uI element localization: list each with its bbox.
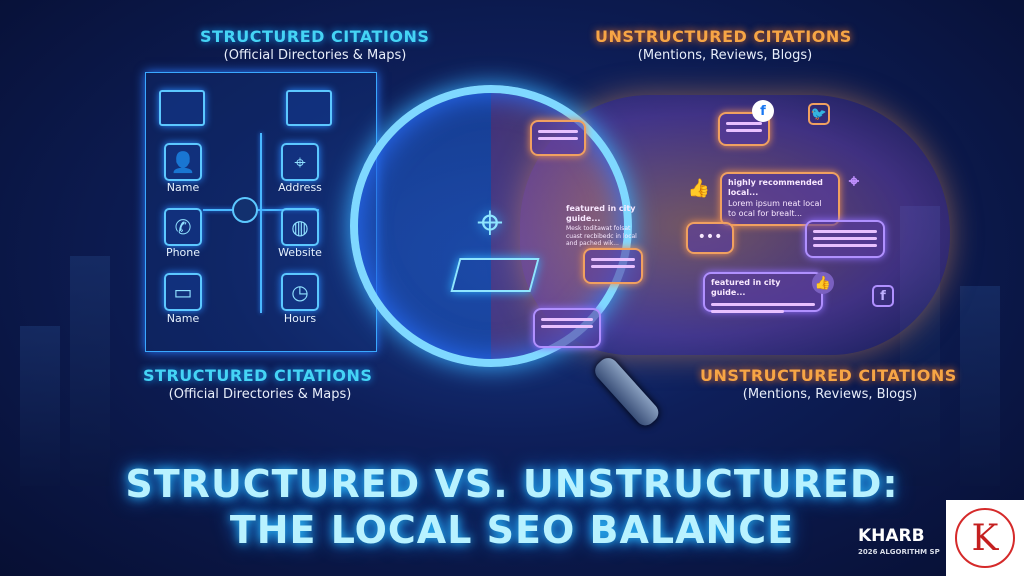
thumbs-up-icon: 👍 bbox=[687, 177, 711, 199]
city-building bbox=[70, 256, 110, 486]
map-pin-icon: ⌖ bbox=[477, 195, 503, 249]
city-building bbox=[960, 286, 1000, 486]
facebook-icon: f bbox=[752, 100, 774, 122]
field-label: Name bbox=[166, 312, 200, 325]
chat-bubble bbox=[583, 248, 643, 284]
review-bubble: highly recommended local...Lorem ipsum n… bbox=[720, 172, 840, 226]
magnifying-glass-handle bbox=[591, 353, 663, 430]
chat-bubble bbox=[530, 120, 586, 156]
bubble-body: Mesk toditawat folsat cuast recbibedc in… bbox=[566, 224, 637, 248]
connector-line bbox=[260, 133, 262, 313]
person-icon: 👤 bbox=[164, 143, 202, 181]
city-building bbox=[20, 326, 60, 486]
unstructured-subheading-top: (Mentions, Reviews, Blogs) bbox=[637, 48, 813, 63]
review-snippet: featured in city guide...Mesk toditawat … bbox=[560, 200, 650, 252]
location-pin-icon: ⌖ bbox=[848, 170, 860, 192]
unstructured-subheading-bottom: (Mentions, Reviews, Blogs) bbox=[742, 387, 918, 402]
typing-bubble: ••• bbox=[686, 222, 734, 254]
browser-window-icon bbox=[159, 90, 205, 126]
location-pin-icon: ⌖ bbox=[281, 143, 319, 181]
structured-heading-top: STRUCTURED CITATIONS bbox=[200, 27, 430, 46]
review-bubble: featured in city guide... bbox=[703, 272, 823, 313]
browser-window-icon bbox=[286, 90, 332, 126]
globe-icon: ◍ bbox=[281, 208, 319, 246]
clock-icon: ◷ bbox=[281, 273, 319, 311]
structured-subheading-top: (Official Directories & Maps) bbox=[223, 48, 407, 63]
structured-heading-bottom: STRUCTURED CITATIONS bbox=[143, 366, 373, 385]
chat-bubble bbox=[805, 220, 885, 258]
chat-bubble bbox=[533, 308, 601, 348]
brand-tagline: 2026 ALGORITHM SP bbox=[858, 548, 940, 556]
field-label: Hours bbox=[283, 312, 317, 325]
main-title-line-1: STRUCTURED VS. UNSTRUCTURED: bbox=[125, 462, 899, 506]
field-label: Website bbox=[278, 246, 322, 259]
structured-subheading-bottom: (Official Directories & Maps) bbox=[168, 387, 352, 402]
main-title-line-2: THE LOCAL SEO BALANCE bbox=[229, 508, 795, 552]
unstructured-heading-bottom: UNSTRUCTURED CITATIONS bbox=[700, 366, 957, 385]
map-icon bbox=[450, 258, 540, 292]
field-label: Address bbox=[278, 181, 322, 194]
bubble-title: featured in city guide... bbox=[566, 204, 636, 224]
thumbs-up-icon: 👍 bbox=[812, 272, 834, 294]
phone-icon: ✆ bbox=[164, 208, 202, 246]
bubble-title: featured in city guide... bbox=[711, 278, 781, 298]
facebook-icon: f bbox=[872, 285, 894, 307]
structured-directory-panel: 👤 Name ⌖ Address ✆ Phone ◍ Website ▭ Nam… bbox=[145, 72, 377, 352]
unstructured-heading-top: UNSTRUCTURED CITATIONS bbox=[595, 27, 852, 46]
field-label: Phone bbox=[165, 246, 201, 259]
bubble-title: highly recommended local... bbox=[728, 178, 823, 198]
twitter-icon: 🐦 bbox=[808, 103, 830, 125]
bubble-body: Lorem ipsum neat local to ocal for breal… bbox=[728, 198, 822, 219]
brand-name: KHARB bbox=[858, 526, 925, 546]
window-icon: ▭ bbox=[164, 273, 202, 311]
city-building bbox=[900, 206, 940, 486]
field-label: Name bbox=[166, 181, 200, 194]
logo-k-emblem: K bbox=[955, 508, 1015, 568]
brand-logo: K bbox=[946, 500, 1024, 576]
hub-node bbox=[232, 197, 258, 223]
chat-bubble bbox=[718, 112, 770, 146]
